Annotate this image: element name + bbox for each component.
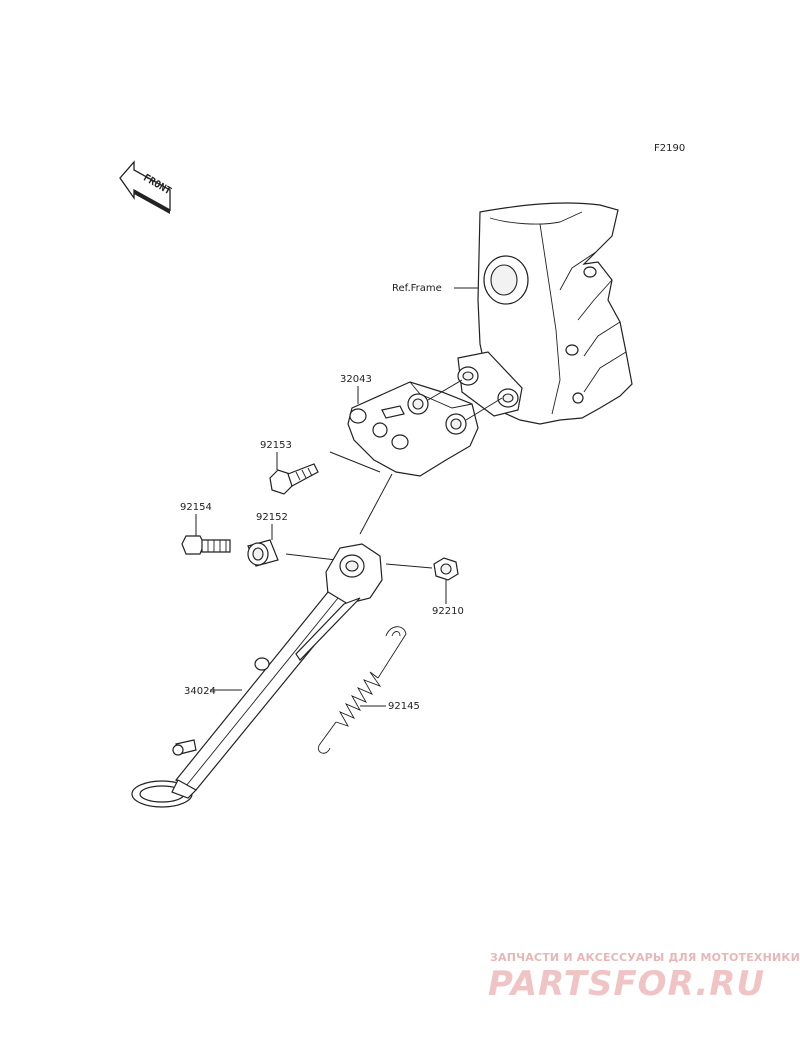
bracket-icon: [347, 381, 479, 477]
bolt-upper-icon: [269, 463, 319, 495]
spring-part-number: 92145: [388, 701, 420, 712]
frame-reference-label: Ref.Frame: [392, 283, 442, 294]
nut-icon: [433, 557, 459, 581]
bolt-lower-part-number: 92154: [180, 502, 212, 513]
watermark-tagline: ЗАПЧАСТИ И АКСЕССУАРЫ ДЛЯ МОТОТЕХНИКИ: [490, 951, 800, 964]
side-stand-icon: [131, 543, 383, 808]
bolt-upper-part-number: 92153: [260, 440, 292, 451]
watermark-logo: PARTSFOR.RU: [488, 964, 766, 1004]
nut-part-number: 92210: [432, 606, 464, 617]
diagram-code: F2190: [654, 143, 685, 154]
collar-part-number: 92152: [256, 512, 288, 523]
front-arrow-icon: FRONT: [119, 160, 173, 214]
bolt-lower-icon: [181, 535, 231, 555]
bracket-part-number: 32043: [340, 374, 372, 385]
spring-icon: [318, 626, 407, 754]
collar-icon: [247, 539, 279, 567]
side-stand-part-number: 34024: [184, 686, 216, 697]
frame-icon: [457, 202, 633, 425]
